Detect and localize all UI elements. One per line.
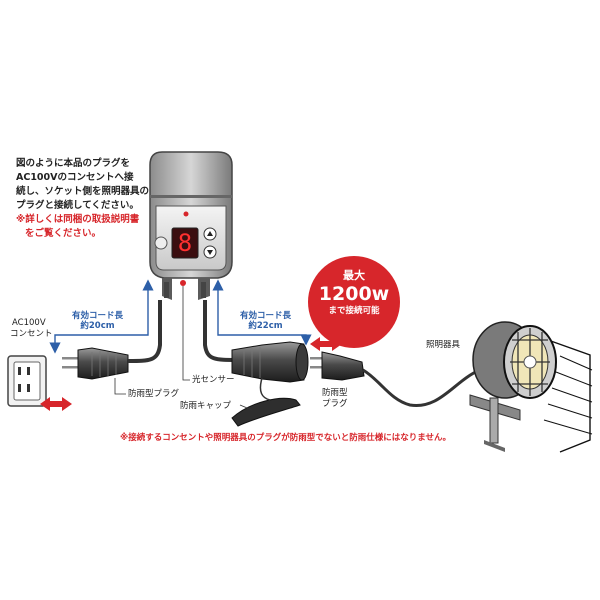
intro-line-1: 図のように本品のプラグを — [16, 158, 131, 169]
right-socket — [203, 300, 309, 383]
cord-length-left-value: 約20cm — [80, 321, 115, 331]
intro-note-1: ※詳しくは同梱の取扱説明書 — [16, 214, 140, 225]
cord-length-left: 有効コード長 約20cm — [72, 311, 123, 331]
rain-cap — [231, 377, 301, 427]
intro-line-3: 続し、ソケット側を照明器具の — [16, 186, 150, 197]
fixture-label: 照明器具 — [426, 340, 461, 350]
timer-device — [149, 151, 233, 300]
lamp-plug-label-line-2: プラグ — [322, 399, 348, 409]
floodlight-fixture — [469, 321, 593, 453]
connect-arrow-left — [40, 397, 72, 411]
outlet-label-line-1: AC100V — [12, 318, 46, 328]
dimension-left — [49, 279, 154, 354]
rainproof-warning: ※接続するコンセントや照明器具のプラグが防雨型でないと防雨仕様にはなりません。 — [120, 433, 452, 443]
lamp-plug-label-line-1: 防雨型 — [322, 388, 348, 398]
rain-cap-label: 防雨キャップ — [180, 401, 232, 411]
max-wattage-badge: 最大 1200w まで接続可能 — [308, 256, 400, 348]
cord-length-right: 有効コード長 約22cm — [240, 311, 291, 331]
outlet-label: AC100V コンセント — [10, 318, 53, 340]
display-digit: 8 — [177, 229, 193, 257]
rainproof-plug-label: 防雨型プラグ — [128, 389, 180, 399]
intro-note-2: をご覧ください。 — [25, 228, 102, 239]
outlet-label-line-2: コンセント — [10, 329, 53, 339]
badge-line-3: まで接続可能 — [328, 306, 380, 316]
badge-line-2: 1200w — [318, 283, 390, 305]
dimension-right — [212, 279, 312, 346]
intro-line-4: プラグと接続してください。 — [16, 200, 139, 211]
cord-length-right-title: 有効コード長 — [240, 311, 292, 321]
lamp-plug — [310, 351, 481, 408]
cord-length-left-title: 有効コード長 — [72, 311, 124, 321]
cord-length-right-value: 約22cm — [248, 321, 283, 331]
wall-outlet — [7, 355, 47, 407]
intro-line-2: AC100Vのコンセントへ接 — [16, 172, 134, 183]
intro-text: 図のように本品のプラグを AC100Vのコンセントへ接 続し、ソケット側を照明器… — [16, 157, 149, 241]
lamp-plug-label: 防雨型 プラグ — [322, 388, 348, 410]
light-sensor-label: 光センサー — [192, 375, 235, 385]
badge-line-1: 最大 — [343, 269, 365, 282]
